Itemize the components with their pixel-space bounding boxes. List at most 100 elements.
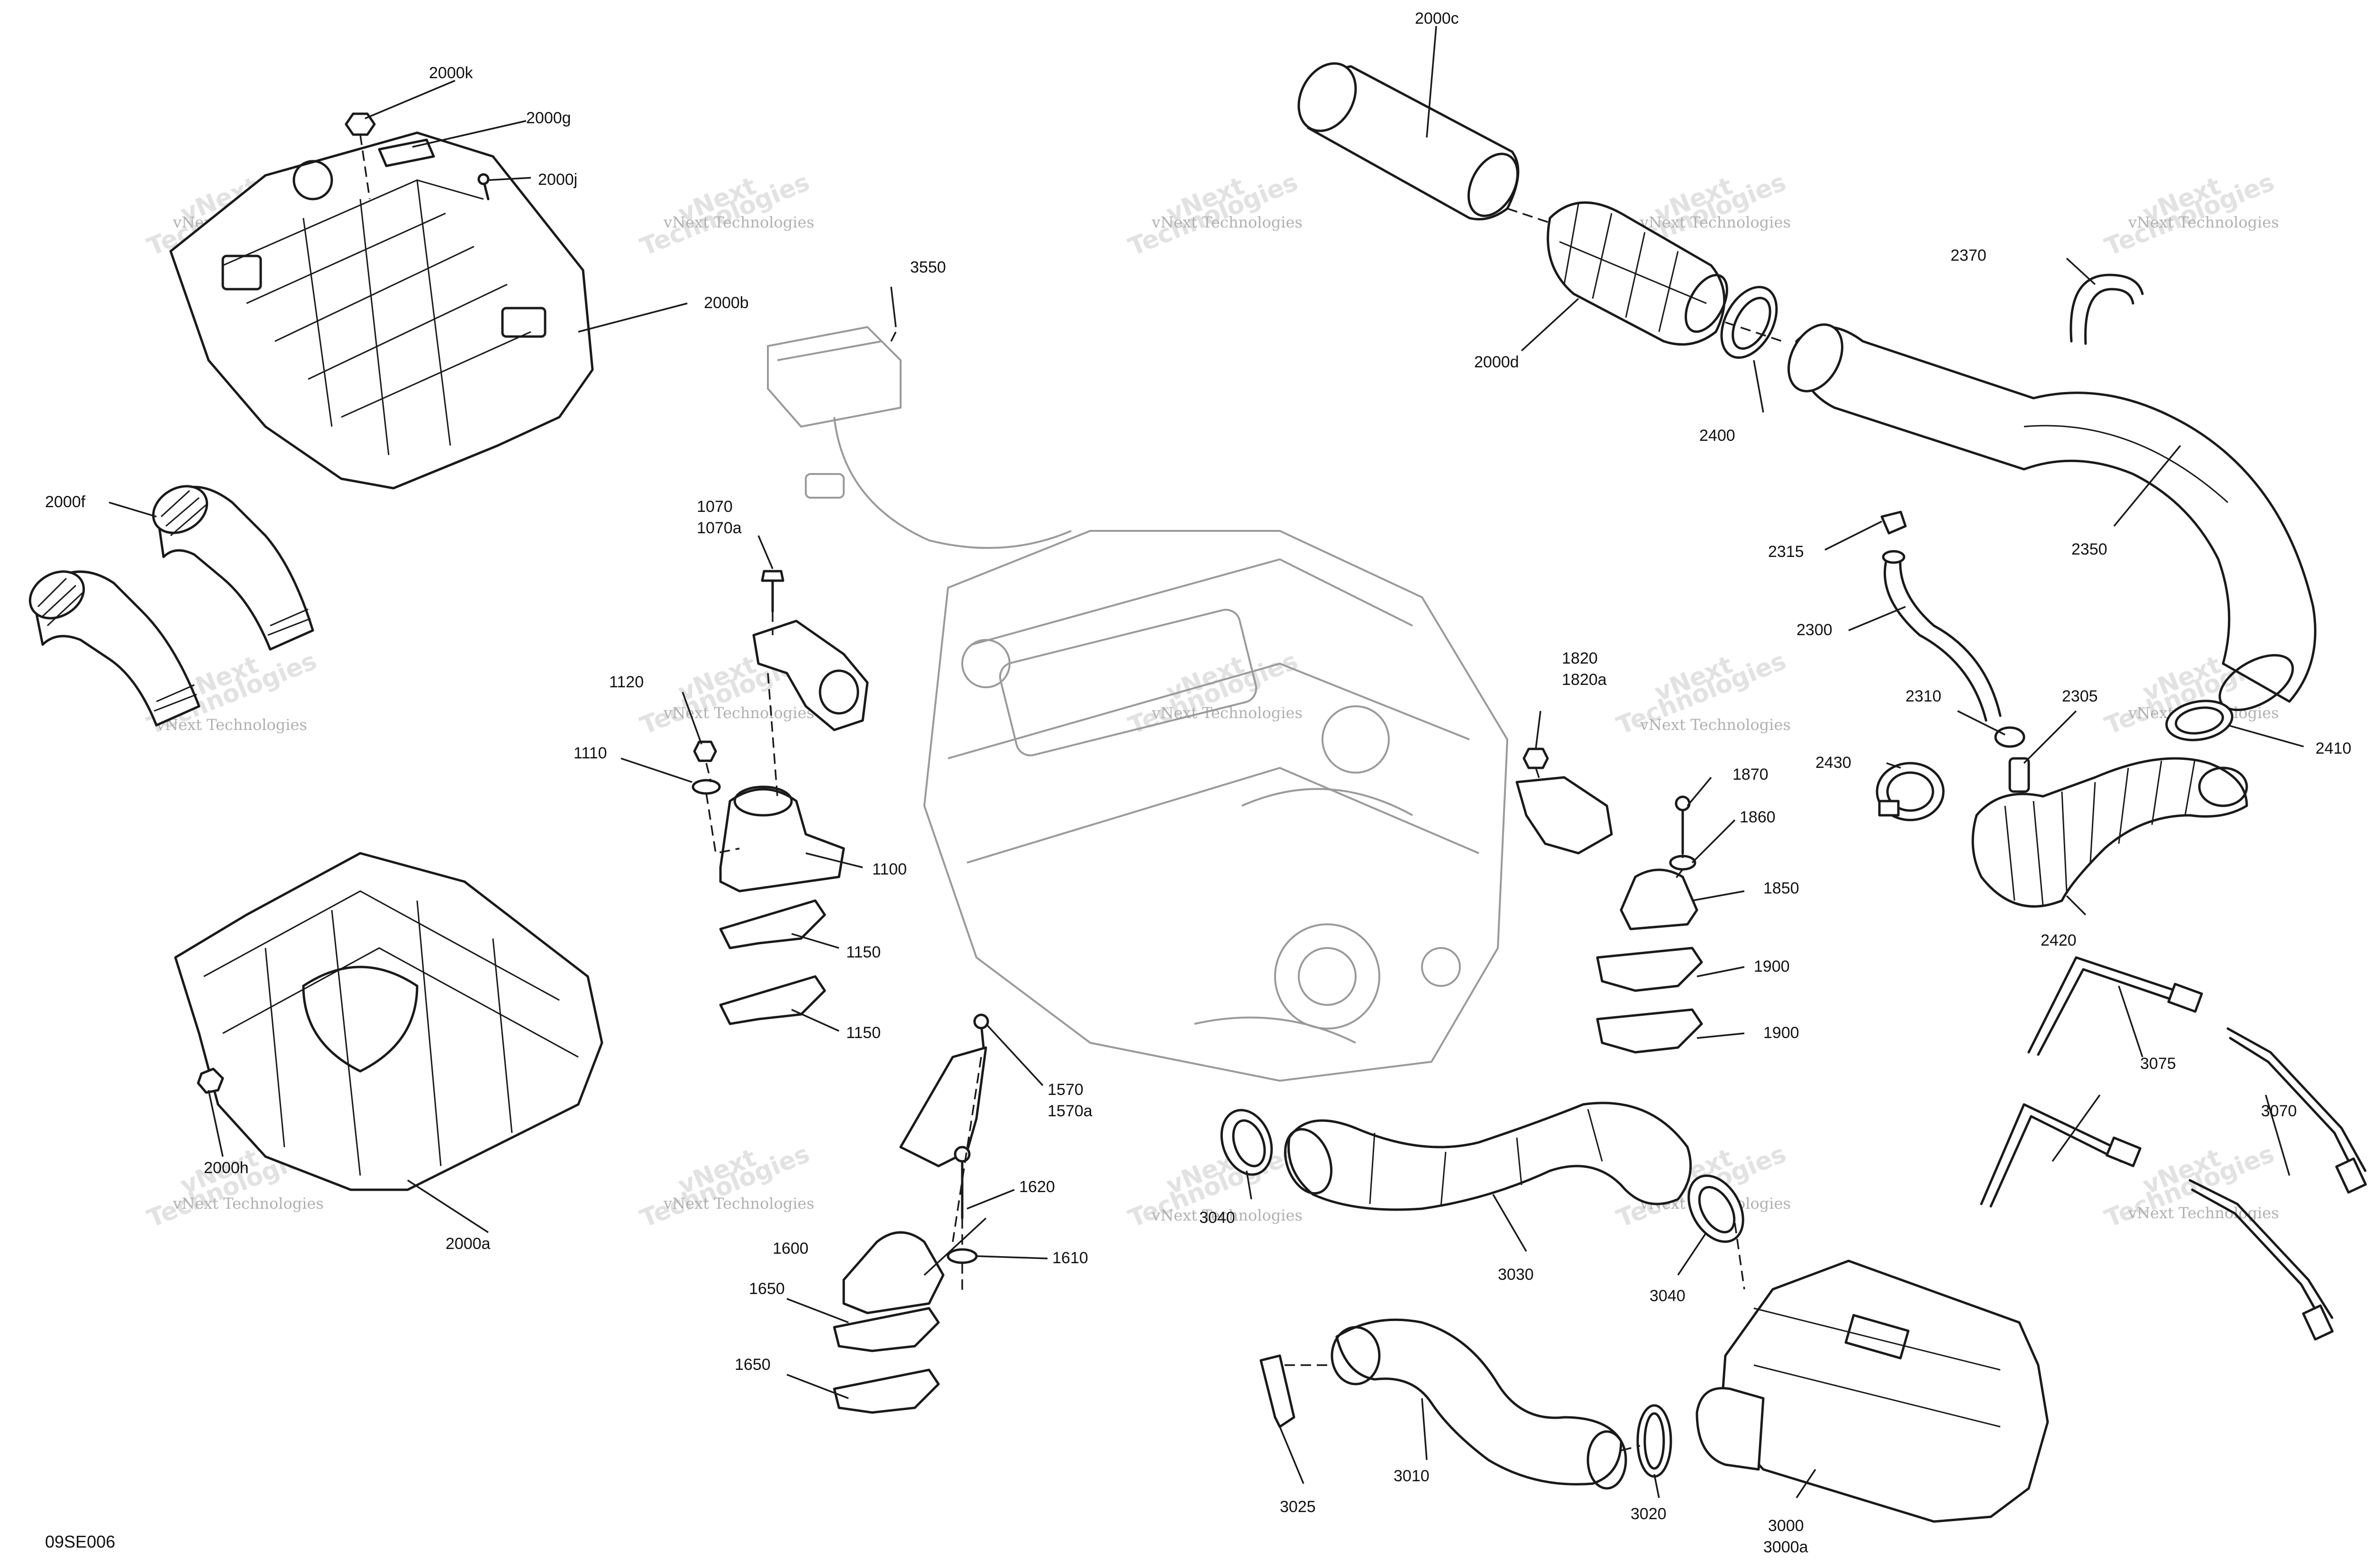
leader-lines	[109, 26, 2304, 1498]
part-3040-clamp-right	[1687, 1174, 1744, 1243]
label-1120: 1120	[609, 673, 644, 691]
diagram-reference-code: 09SE006	[45, 1532, 115, 1551]
label-1870: 1870	[1732, 766, 1768, 784]
label-2000b: 2000b	[704, 294, 749, 312]
part-3030-hose	[1284, 1102, 1692, 1211]
part-3010-elbow	[1331, 1318, 1627, 1490]
part-2000h-plug	[197, 1067, 224, 1094]
part-1070-bolt	[761, 570, 784, 613]
part-1110-washer	[692, 779, 721, 795]
engine-block-ghost	[767, 326, 1508, 1082]
label-1850: 1850	[1763, 879, 1799, 897]
label-2000k: 2000k	[429, 64, 474, 82]
engine-bracket	[752, 620, 869, 731]
label-2000h: 2000h	[204, 1159, 249, 1177]
part-2430-clamp	[1876, 762, 1945, 821]
part-3040-clamp-left	[1220, 1109, 1273, 1176]
label-3040-a: 3040	[1199, 1209, 1235, 1227]
svg-text:vNext Technologies: vNext Technologies	[1640, 213, 1791, 231]
part-2000g-gasket	[378, 138, 435, 167]
watermark-12: vNext Technologies vNext Technologies	[636, 1140, 814, 1233]
label-2305: 2305	[2062, 687, 2098, 705]
label-1570a: 1570a	[1048, 1102, 1093, 1120]
part-1900-shim-b	[1596, 1008, 1703, 1054]
part-1610-washer	[947, 1248, 978, 1264]
part-1120-nut	[693, 740, 717, 762]
svg-text:vNext Technologies: vNext Technologies	[156, 716, 307, 734]
part-2310-clamp	[1994, 726, 2025, 748]
right-bracket	[1515, 776, 1613, 855]
label-1610: 1610	[1052, 1249, 1088, 1267]
callout-labels: 2000k 2000g 2000j 2000b 2000f 2000h 2000…	[45, 9, 2352, 1556]
part-3025-tag	[1259, 1354, 1295, 1428]
part-2000a-lower-housing	[174, 852, 603, 1191]
part-1100-mount	[719, 785, 845, 893]
part-2420-elbow	[1971, 757, 2248, 908]
label-2000f: 2000f	[45, 493, 86, 511]
part-3075-strap-a	[2027, 956, 2203, 1056]
svg-text:vNext Technologies: vNext Technologies	[173, 1194, 324, 1212]
part-1860-washer	[1669, 855, 1696, 871]
part-2315-clamp	[1880, 511, 1907, 535]
part-2370-clip	[2069, 273, 2144, 345]
svg-text:vNext Technologies: vNext Technologies	[663, 213, 814, 231]
label-2000d: 2000d	[1474, 353, 1519, 371]
part-1570-bracket	[899, 1013, 989, 1167]
part-2305-fitting	[2008, 757, 2030, 793]
label-1570: 1570	[1048, 1081, 1084, 1099]
part-2000c-tube	[1297, 62, 1520, 220]
part-2400-clamp	[1720, 286, 1778, 359]
part-1900-shim-a	[1596, 947, 1703, 992]
label-3000: 3000	[1768, 1517, 1804, 1535]
part-1150-shim-a	[719, 899, 826, 949]
part-1850-mount	[1620, 868, 1698, 930]
part-3000-intercooler	[1695, 1259, 2049, 1523]
label-1620: 1620	[1019, 1178, 1055, 1196]
watermark-3: vNext Technologies vNext Technologies	[1124, 168, 1302, 262]
label-2430: 2430	[1815, 754, 1851, 772]
label-1110: 1110	[574, 744, 607, 762]
part-3070-strap-b	[2188, 1179, 2334, 1341]
svg-text:vNext Technologies: vNext Technologies	[2128, 213, 2279, 231]
svg-text:vNext Technologies: vNext Technologies	[1151, 213, 1303, 231]
watermark-5: vNext Technologies vNext Technologies	[2101, 168, 2279, 262]
label-2350: 2350	[2071, 540, 2107, 558]
label-1820: 1820	[1562, 649, 1598, 667]
label-1650-b: 1650	[735, 1356, 771, 1374]
label-1900-a: 1900	[1754, 957, 1790, 975]
label-2300: 2300	[1796, 621, 1832, 639]
part-1600-mount	[842, 1231, 945, 1314]
label-2000j: 2000j	[538, 171, 577, 189]
label-3025: 3025	[1280, 1498, 1316, 1516]
svg-text:vNext Technologies: vNext Technologies	[2128, 1204, 2279, 1222]
label-1150-b: 1150	[846, 1024, 881, 1042]
label-2000c: 2000c	[1415, 9, 1459, 27]
label-2420: 2420	[2041, 931, 2077, 949]
part-2000b-intake-manifold	[169, 131, 594, 490]
part-2000f-tube-right	[152, 485, 314, 651]
label-2370: 2370	[1951, 246, 1987, 264]
label-3075: 3075	[2140, 1055, 2176, 1073]
label-1070: 1070	[697, 498, 733, 516]
part-2350-air-duct	[1787, 323, 2316, 711]
part-3070-strap-a	[2226, 1027, 2367, 1194]
svg-text:vNext Technologies: vNext Technologies	[1640, 716, 1791, 734]
watermark-2: vNext Technologies vNext Technologies	[636, 168, 814, 262]
label-2410: 2410	[2315, 739, 2352, 757]
label-1820a: 1820a	[1562, 671, 1607, 689]
assembly-dashed-lines	[359, 134, 1783, 1451]
label-1650-a: 1650	[749, 1280, 785, 1298]
part-3020-clamp	[1636, 1404, 1672, 1478]
label-2310: 2310	[1905, 687, 1942, 705]
part-3075-strap-b	[1980, 1103, 2142, 1208]
label-3020: 3020	[1631, 1505, 1667, 1523]
label-2000g: 2000g	[526, 109, 571, 127]
label-1860: 1860	[1740, 808, 1776, 826]
label-2400: 2400	[1699, 427, 1735, 445]
part-2300-hose	[1882, 550, 2002, 722]
part-1650-shim-a	[833, 1307, 940, 1352]
part-2000k-nut	[345, 112, 376, 136]
label-1900-b: 1900	[1763, 1024, 1799, 1042]
part-1820-nut	[1522, 748, 1549, 769]
part-2410-clamp	[2165, 700, 2233, 741]
